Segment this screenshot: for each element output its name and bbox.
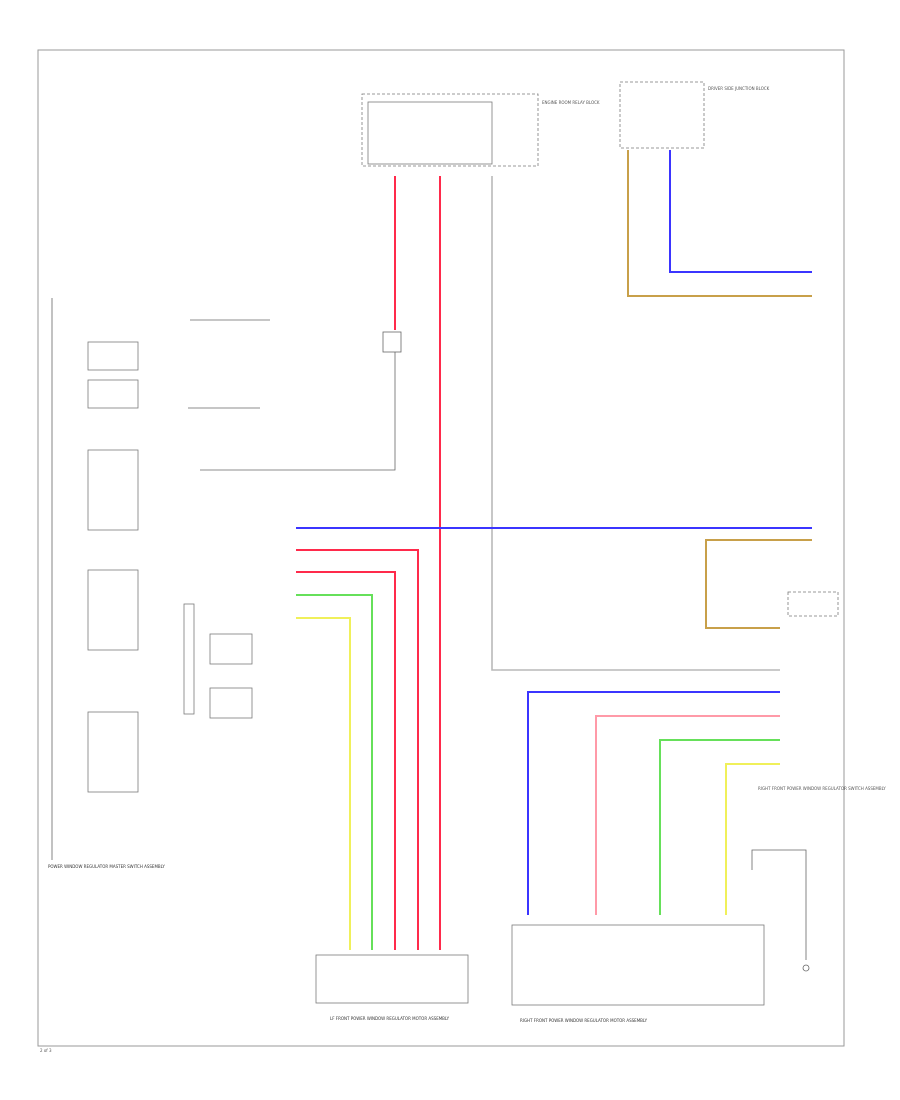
fuse-block-label: ENGINE ROOM RELAY BLOCK [542, 100, 600, 105]
fuse-block [367, 101, 493, 165]
tan-wire-right [705, 539, 812, 629]
connector-bar [183, 603, 195, 715]
tan-wire-top [627, 150, 812, 297]
junction-block-label: DRIVER SIDE JUNCTION BLOCK [708, 86, 770, 91]
gray-wire-main [491, 176, 780, 671]
page-ref: 2 of 3 [40, 1048, 52, 1053]
lock-switch-2 [209, 687, 253, 719]
master-switch-1 [87, 341, 139, 371]
yellow-wire-harness [296, 617, 351, 950]
master-switch-5 [87, 711, 139, 793]
master-switch-3 [87, 449, 139, 531]
lf-motor-box [315, 954, 469, 1004]
master-switch-4 [87, 569, 139, 651]
ground-point [802, 964, 810, 972]
rf-motor-label: RIGHT FRONT POWER WINDOW REGULATOR MOTOR… [520, 1018, 648, 1023]
pink-wire-right [595, 715, 780, 915]
yellow-wire-right [725, 763, 780, 915]
rf-motor-box [511, 924, 765, 1006]
relay-symbol [382, 331, 402, 353]
red-wire-harness-2 [296, 571, 396, 950]
master-switch-2 [87, 379, 139, 409]
green-wire-right [659, 739, 780, 915]
ground-lead [751, 849, 807, 960]
blue-wire-right [527, 691, 780, 915]
lf-motor-label: LF FRONT POWER WINDOW REGULATOR MOTOR AS… [330, 1016, 450, 1021]
rf-switch-connector [787, 591, 839, 617]
master-switch-label: POWER WINDOW REGULATOR MASTER SWITCH ASS… [48, 864, 165, 869]
fuse-block-outline [361, 93, 539, 167]
green-wire-harness [296, 594, 373, 950]
rf-switch-label: RIGHT FRONT POWER WINDOW REGULATOR SWITC… [758, 786, 886, 791]
blue-wire-top [669, 150, 812, 273]
lock-switch-1 [209, 633, 253, 665]
diagram-frame [37, 49, 845, 1047]
red-wire-harness-1 [296, 549, 419, 950]
relay-lead [300, 352, 396, 471]
junction-block [619, 81, 705, 149]
